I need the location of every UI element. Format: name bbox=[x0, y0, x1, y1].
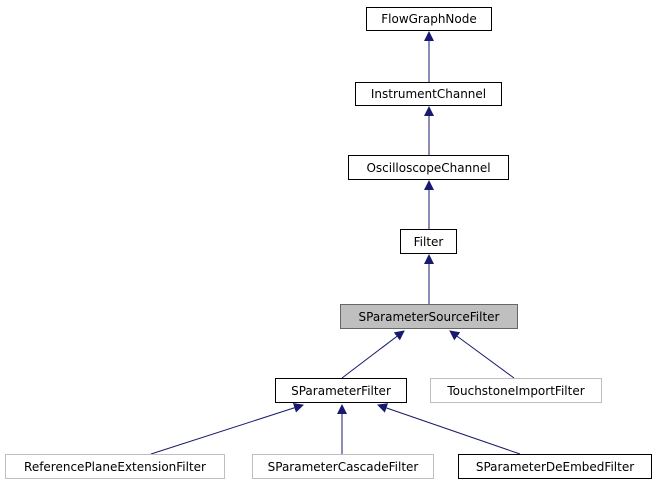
edge-sparameterdeembedfilter-to-sparameterfilter bbox=[377, 403, 521, 455]
node-sparametercascadefilter: SParameterCascadeFilter bbox=[252, 454, 434, 479]
edge-referenceplaneextensionfilter-to-sparameterfilter bbox=[150, 403, 304, 455]
node-sparameterfilter[interactable]: SParameterFilter bbox=[275, 378, 407, 403]
node-instrumentchannel[interactable]: InstrumentChannel bbox=[355, 82, 502, 106]
node-referenceplaneextensionfilter: ReferencePlaneExtensionFilter bbox=[5, 454, 225, 479]
node-oscilloscopechannel[interactable]: OscilloscopeChannel bbox=[348, 155, 509, 180]
node-filter[interactable]: Filter bbox=[400, 229, 457, 254]
node-sparameterdeembedfilter[interactable]: SParameterDeEmbedFilter bbox=[458, 454, 652, 479]
edge-touchstoneimportfilter-to-sparametersourcefilter bbox=[449, 330, 515, 379]
node-touchstoneimportfilter: TouchstoneImportFilter bbox=[430, 378, 602, 403]
node-sparametersourcefilter: SParameterSourceFilter bbox=[340, 304, 518, 329]
edge-sparameterfilter-to-sparametersourcefilter bbox=[341, 330, 405, 379]
node-flowgraphnode[interactable]: FlowGraphNode bbox=[366, 7, 492, 31]
